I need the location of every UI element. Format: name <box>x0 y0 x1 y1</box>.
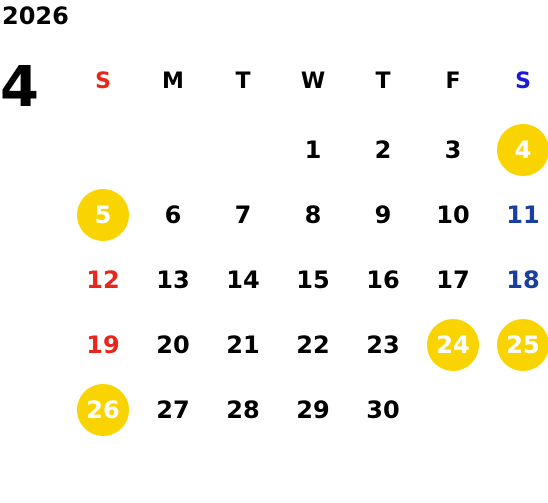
week-row: 12 13 14 15 16 17 18 <box>68 254 548 306</box>
day-cell-24[interactable]: 24 <box>418 319 488 371</box>
day-cell-empty <box>488 384 548 436</box>
week-row: 5 6 7 8 9 10 11 <box>68 189 548 241</box>
weekday-friday: F <box>445 68 461 94</box>
day-number: 23 <box>366 331 400 359</box>
day-cell-18[interactable]: 18 <box>488 254 548 306</box>
weekday-saturday: S <box>515 68 531 94</box>
day-number: 3 <box>444 136 462 164</box>
day-cell-15[interactable]: 15 <box>278 254 348 306</box>
day-cell-2[interactable]: 2 <box>348 124 418 176</box>
day-cell-29[interactable]: 29 <box>278 384 348 436</box>
weekday-tuesday: T <box>235 68 251 94</box>
weekday-monday: M <box>162 68 184 94</box>
day-cell-17[interactable]: 17 <box>418 254 488 306</box>
day-cell-3[interactable]: 3 <box>418 124 488 176</box>
day-number: 12 <box>86 266 120 294</box>
day-number: 7 <box>234 201 252 229</box>
day-number: 25 <box>506 331 540 359</box>
day-number: 1 <box>304 136 322 164</box>
day-number: 28 <box>226 396 260 424</box>
day-cell-27[interactable]: 27 <box>138 384 208 436</box>
day-number: 17 <box>436 266 470 294</box>
day-cell-16[interactable]: 16 <box>348 254 418 306</box>
day-number: 19 <box>86 331 120 359</box>
day-cell-28[interactable]: 28 <box>208 384 278 436</box>
day-cell-10[interactable]: 10 <box>418 189 488 241</box>
year-label: 2026 <box>2 2 69 30</box>
day-cell-21[interactable]: 21 <box>208 319 278 371</box>
week-row: 26 27 28 29 30 <box>68 384 548 436</box>
day-cell-empty <box>418 384 488 436</box>
weekday-thursday: T <box>375 68 391 94</box>
day-cell-empty <box>68 124 138 176</box>
day-cell-26[interactable]: 26 <box>68 384 138 436</box>
day-number: 21 <box>226 331 260 359</box>
day-number: 11 <box>506 201 540 229</box>
day-cell-8[interactable]: 8 <box>278 189 348 241</box>
day-cell-4[interactable]: 4 <box>488 124 548 176</box>
day-cell-20[interactable]: 20 <box>138 319 208 371</box>
day-number: 22 <box>296 331 330 359</box>
day-cell-14[interactable]: 14 <box>208 254 278 306</box>
day-cell-12[interactable]: 12 <box>68 254 138 306</box>
day-cell-9[interactable]: 9 <box>348 189 418 241</box>
day-number: 10 <box>436 201 470 229</box>
day-number: 30 <box>366 396 400 424</box>
day-number: 24 <box>436 331 470 359</box>
day-number: 26 <box>86 396 120 424</box>
day-number: 5 <box>94 201 112 229</box>
day-cell-11[interactable]: 11 <box>488 189 548 241</box>
weekday-wednesday: W <box>300 68 326 94</box>
weekday-sunday: S <box>95 68 111 94</box>
day-number: 29 <box>296 396 330 424</box>
day-cell-13[interactable]: 13 <box>138 254 208 306</box>
week-row: 19 20 21 22 23 24 25 <box>68 319 548 371</box>
day-number: 9 <box>374 201 392 229</box>
day-cell-7[interactable]: 7 <box>208 189 278 241</box>
day-number: 16 <box>366 266 400 294</box>
day-number: 15 <box>296 266 330 294</box>
day-cell-25[interactable]: 25 <box>488 319 548 371</box>
day-number: 8 <box>304 201 322 229</box>
day-number: 2 <box>374 136 392 164</box>
day-number: 20 <box>156 331 190 359</box>
day-cell-empty <box>138 124 208 176</box>
day-number: 13 <box>156 266 190 294</box>
day-number: 4 <box>514 136 532 164</box>
day-cell-6[interactable]: 6 <box>138 189 208 241</box>
day-cell-1[interactable]: 1 <box>278 124 348 176</box>
day-number: 27 <box>156 396 190 424</box>
weekday-header: S M T W T F S <box>68 62 548 100</box>
month-label: 4 <box>0 55 39 120</box>
week-row: 1 2 3 4 <box>68 124 548 176</box>
day-number: 6 <box>164 201 182 229</box>
day-cell-30[interactable]: 30 <box>348 384 418 436</box>
day-number: 14 <box>226 266 260 294</box>
day-cell-23[interactable]: 23 <box>348 319 418 371</box>
day-cell-5[interactable]: 5 <box>68 189 138 241</box>
day-cell-empty <box>208 124 278 176</box>
day-cell-22[interactable]: 22 <box>278 319 348 371</box>
day-cell-19[interactable]: 19 <box>68 319 138 371</box>
day-number: 18 <box>506 266 540 294</box>
